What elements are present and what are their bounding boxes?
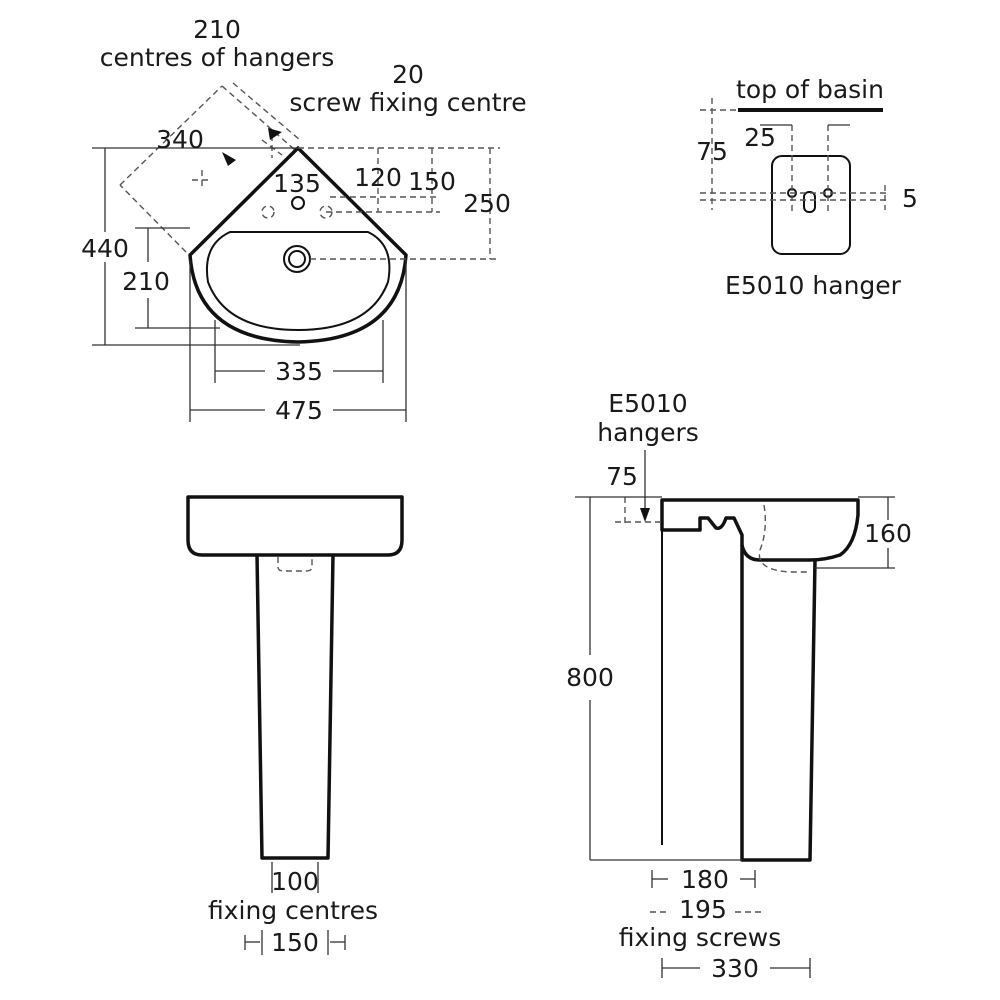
- dim-hanger-centres-value: 210: [193, 15, 241, 44]
- dim-fixing-centres-caption: fixing centres: [208, 896, 378, 925]
- dim-bowl-width: 335: [275, 357, 323, 386]
- dim-overall-width: 475: [275, 396, 323, 425]
- side-view: E5010 hangers 75 160 800 180 195 fixing …: [566, 389, 912, 983]
- dim-overall-depth: 440: [81, 234, 129, 263]
- dim-bowl-depth: 210: [122, 267, 170, 296]
- plan-basin-outline: [188, 146, 408, 344]
- plan-tap-hole: [291, 196, 305, 210]
- front-pedestal: [255, 554, 335, 860]
- dim-screw-fixing-caption: screw fixing centre: [289, 88, 526, 117]
- side-dim-195: 195: [679, 895, 727, 924]
- hanger-plate: [771, 155, 851, 255]
- side-dim-75: 75: [606, 462, 638, 491]
- side-pedestal: [740, 545, 817, 862]
- dim-hanger-centres-caption: centres of hangers: [100, 43, 334, 72]
- dim-tap-hole: 135: [273, 169, 321, 198]
- side-dim-160: 160: [864, 519, 912, 548]
- plan-waste-outlet: [283, 245, 311, 273]
- dim-120: 120: [354, 163, 402, 192]
- front-basin: [186, 495, 404, 557]
- hanger-label: E5010 hanger: [725, 271, 902, 300]
- dim-diagonal: 340: [156, 125, 204, 154]
- dim-250: 250: [463, 189, 511, 218]
- plan-basin-bowl: [206, 231, 391, 332]
- side-basin: [660, 498, 860, 562]
- top-of-basin-label: top of basin: [736, 75, 884, 104]
- side-dim-fixing-screws-caption: fixing screws: [619, 923, 782, 952]
- plan-view: 210 centres of hangers 20 screw fixing c…: [81, 15, 527, 425]
- hanger-dim-25: 25: [744, 123, 776, 152]
- dim-fixing-centres-value: 100: [271, 867, 319, 896]
- side-hangers-label-line1: E5010: [608, 389, 687, 418]
- dim-screw-fixing-value: 20: [392, 60, 424, 89]
- side-hangers-label-line2: hangers: [597, 418, 699, 447]
- hanger-dim-5: 5: [902, 184, 918, 213]
- hanger-dim-75: 75: [696, 137, 728, 166]
- hanger-detail: top of basin 75 25 5 E5010 hanger: [696, 75, 918, 300]
- side-dim-330: 330: [711, 954, 759, 983]
- dim-pedestal-base: 150: [271, 928, 319, 957]
- front-view: 100 fixing centres 150: [186, 495, 404, 957]
- side-dim-180: 180: [681, 865, 729, 894]
- dim-150: 150: [408, 167, 456, 196]
- side-dim-height: 800: [566, 663, 614, 692]
